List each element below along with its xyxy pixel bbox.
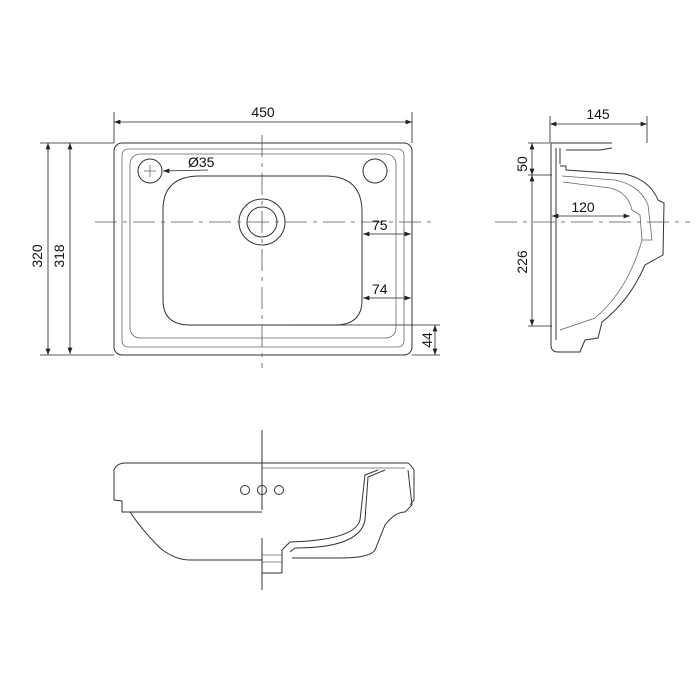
tap-hole-front [257, 485, 267, 495]
front-view [113, 430, 415, 590]
hole-diameter-label: Ø35 [188, 154, 215, 170]
bowl-outline [162, 175, 363, 326]
overall-depth-label: 320 [29, 244, 45, 268]
waste-outlet [262, 554, 282, 563]
side-view: 145 50 226 120 [495, 106, 690, 353]
drain-offset-label: 120 [571, 199, 595, 215]
lower-label: 226 [514, 250, 530, 274]
hole-center-mark-icon [144, 165, 156, 177]
tap-hole-front [240, 485, 250, 495]
front-top-slab [113, 462, 415, 513]
rim-label: 50 [514, 156, 530, 172]
front-bowl-left [129, 511, 262, 561]
front-section-outer [289, 469, 413, 559]
width-label: 450 [251, 104, 275, 120]
height-label: 145 [586, 106, 610, 122]
top-view: 450 Ø35 75 74 44 320 318 [29, 104, 440, 368]
front-rim-label: 44 [419, 332, 435, 348]
tap-hole-right [362, 158, 388, 184]
side-rim [555, 147, 613, 340]
basin-outline [113, 142, 413, 356]
tap-hole-front [274, 485, 284, 495]
bowl-lower-offset-label: 74 [372, 281, 388, 297]
deck-outline [129, 153, 397, 339]
inner-depth-label: 318 [51, 244, 67, 268]
side-bowl-line [562, 181, 643, 241]
tap-hole-left [137, 158, 163, 184]
front-section-inner [262, 469, 379, 574]
bowl-side-offset-label: 75 [372, 217, 388, 233]
side-profile-outer [550, 142, 665, 353]
rim-outline [121, 148, 405, 348]
